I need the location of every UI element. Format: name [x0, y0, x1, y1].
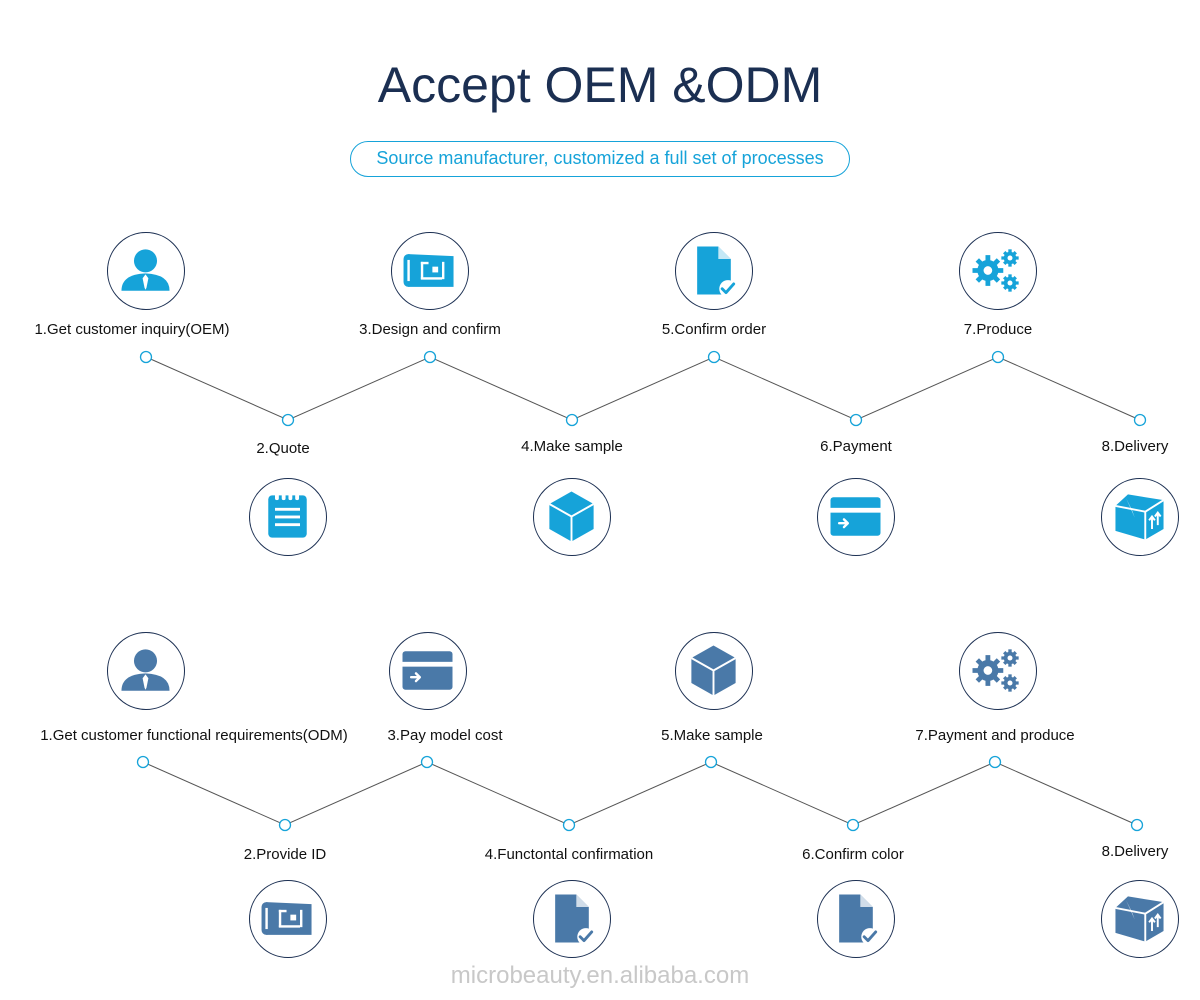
odm-step-3-label: 3.Pay model cost	[387, 727, 503, 744]
oem-step-1-label: 1.Get customer inquiry(OEM)	[34, 321, 230, 338]
oem-step-3-icon	[391, 232, 469, 310]
oem-node-5	[707, 350, 721, 364]
odm-step-7-label: 7.Payment and produce	[915, 727, 1075, 744]
oem-connector-line	[145, 356, 1141, 421]
oem-node-7	[991, 350, 1005, 364]
subtitle-pill: Source manufacturer, customized a full s…	[350, 141, 850, 177]
odm-step-8-icon	[1101, 880, 1179, 958]
odm-step-5-icon	[675, 632, 753, 710]
oem-step-7-icon	[959, 232, 1037, 310]
odm-connector-line	[142, 761, 1138, 826]
odm-step-4-icon	[533, 880, 611, 958]
document-check-icon	[697, 246, 737, 298]
oem-node-4	[565, 413, 579, 427]
odm-node-5	[704, 755, 718, 769]
odm-step-1-label: 1.Get customer functional requirements(O…	[40, 727, 348, 744]
odm-step-1-icon	[107, 632, 185, 710]
odm-step-6-icon	[817, 880, 895, 958]
blueprint-icon	[403, 254, 454, 287]
oem-step-2-label: 2.Quote	[256, 440, 310, 457]
document-check-icon	[555, 894, 595, 946]
odm-node-6	[846, 818, 860, 832]
odm-step-2-label: 2.Provide ID	[243, 846, 327, 863]
package-icon	[1115, 494, 1165, 540]
odm-step-2-icon	[249, 880, 327, 958]
oem-step-8-icon	[1101, 478, 1179, 556]
oem-step-1-icon	[107, 232, 185, 310]
oem-node-8	[1133, 413, 1147, 427]
box-icon	[690, 645, 737, 696]
watermark: microbeauty.en.alibaba.com	[450, 962, 750, 989]
odm-node-4	[562, 818, 576, 832]
odm-step-7-icon	[959, 632, 1037, 710]
odm-node-7	[988, 755, 1002, 769]
oem-step-4-label: 4.Make sample	[521, 438, 623, 455]
odm-node-3	[420, 755, 434, 769]
blueprint-icon	[261, 902, 312, 935]
notepad-icon	[268, 491, 307, 538]
odm-step-3-icon	[389, 632, 467, 710]
card-icon	[830, 497, 881, 536]
oem-step-6-label: 6.Payment	[820, 438, 892, 455]
oem-step-3-label: 3.Design and confirm	[359, 321, 501, 338]
odm-step-6-label: 6.Confirm color	[802, 846, 904, 863]
gears-icon	[972, 249, 1019, 292]
odm-step-8-label: 8.Delivery	[1101, 843, 1169, 860]
oem-step-4-icon	[533, 478, 611, 556]
oem-node-3	[423, 350, 437, 364]
oem-step-6-icon	[817, 478, 895, 556]
odm-node-1	[136, 755, 150, 769]
person-icon	[121, 649, 170, 691]
package-icon	[1115, 896, 1165, 942]
document-check-icon	[839, 894, 879, 946]
oem-step-7-label: 7.Produce	[963, 321, 1033, 338]
gears-icon	[972, 649, 1019, 692]
page-title: Accept OEM &ODM	[377, 57, 823, 113]
person-icon	[121, 249, 170, 291]
odm-node-8	[1130, 818, 1144, 832]
card-icon	[402, 651, 453, 690]
odm-step-5-label: 5.Make sample	[661, 727, 763, 744]
oem-step-5-icon	[675, 232, 753, 310]
oem-step-5-label: 5.Confirm order	[661, 321, 767, 338]
oem-node-6	[849, 413, 863, 427]
oem-node-1	[139, 350, 153, 364]
oem-node-2	[281, 413, 295, 427]
box-icon	[548, 491, 595, 542]
odm-step-4-label: 4.Functontal confirmation	[484, 846, 654, 863]
oem-step-2-icon	[249, 478, 327, 556]
odm-node-2	[278, 818, 292, 832]
oem-step-8-label: 8.Delivery	[1101, 438, 1169, 455]
